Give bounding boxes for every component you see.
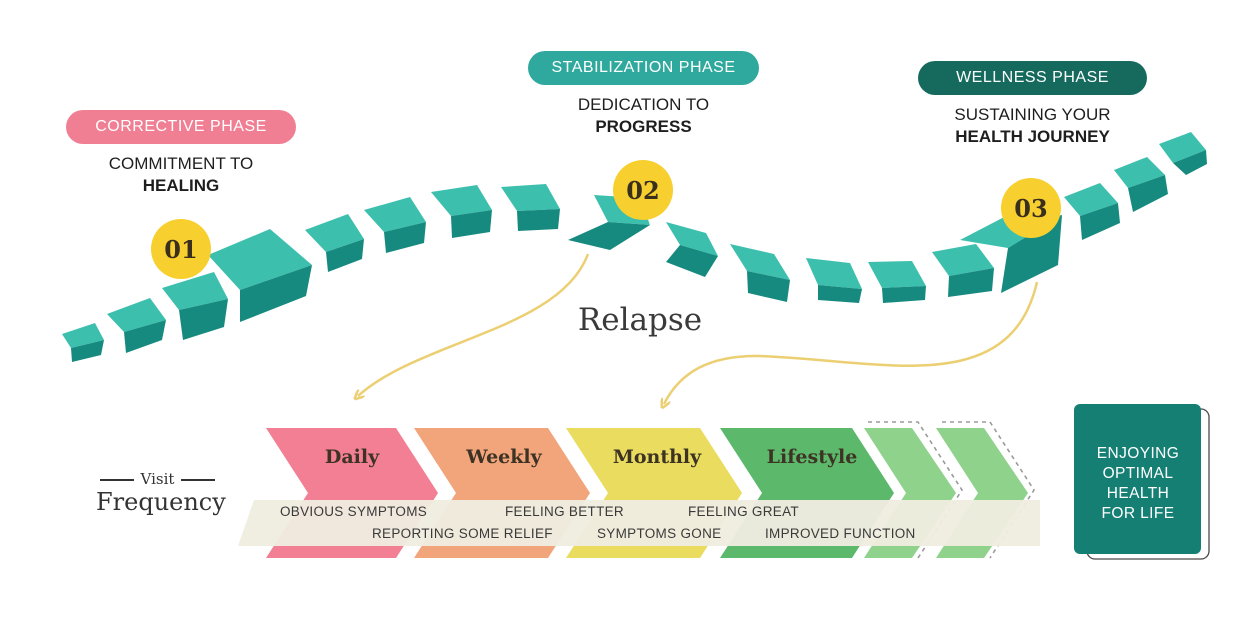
phase-number-02: 02 (626, 176, 659, 205)
band-label-feeling-great: FEELING GREAT (688, 504, 799, 519)
phase-number-01: 01 (164, 235, 197, 264)
band-label-improved-function: IMPROVED FUNCTION (765, 526, 916, 541)
goal-box (1074, 404, 1201, 554)
chevron-14 (932, 244, 994, 297)
band-label-symptoms-gone: SYMPTOMS GONE (597, 526, 722, 541)
progress-arrow-path (62, 132, 1207, 362)
chevron-3 (162, 272, 228, 340)
phase-pill-corrective: CORRECTIVE PHASE (66, 110, 296, 144)
phase-subtitle-line2: HEALTH JOURNEY (955, 127, 1110, 146)
goal-line2: OPTIMAL (1102, 465, 1174, 482)
frequency-label: Frequency (96, 488, 226, 516)
chevron-16 (1064, 183, 1120, 240)
chevron-6 (364, 197, 426, 253)
chevron-1 (62, 323, 104, 362)
phase-pill-stabilization: STABILIZATION PHASE (528, 51, 759, 85)
chevron-4 (208, 229, 312, 322)
relapse-arrow-right (664, 281, 1039, 404)
stage-label-lifestyle: Lifestyle (766, 446, 858, 468)
goal-line1: ENJOYING (1096, 445, 1180, 462)
goal-line3: HEALTH (1106, 485, 1170, 502)
chevron-18 (1159, 132, 1207, 175)
goal-box-text: ENJOYING OPTIMAL HEALTH FOR LIFE (1076, 444, 1200, 524)
phase-subtitle-wellness: SUSTAINING YOUR HEALTH JOURNEY (918, 104, 1147, 148)
chevron-17 (1114, 157, 1168, 212)
chevron-8 (501, 184, 560, 231)
phase-subtitle-line2: HEALING (142, 176, 220, 195)
symptom-band (238, 500, 1040, 546)
phase-subtitle-stabilization: DEDICATION TO PROGRESS (528, 94, 759, 138)
phase-badge-01: 01 (151, 219, 211, 279)
phase-number-03: 03 (1014, 194, 1047, 223)
phase-subtitle-line1: COMMITMENT TO (108, 154, 254, 173)
stage-label-daily: Daily (324, 446, 380, 468)
goal-line4: FOR LIFE (1101, 505, 1175, 522)
band-label-feeling-better: FEELING BETTER (505, 504, 624, 519)
phase-subtitle-line2: PROGRESS (595, 117, 692, 136)
visit-label: Visit (100, 470, 215, 488)
relapse-label: Relapse (577, 302, 703, 338)
phase-subtitle-corrective: COMMITMENT TO HEALING (66, 153, 296, 197)
phase-subtitle-line1: SUSTAINING YOUR (954, 105, 1111, 124)
band-label-reporting-some-relief: REPORTING SOME RELIEF (372, 526, 553, 541)
chevron-5 (305, 214, 364, 272)
phase-subtitle-line1: DEDICATION TO (577, 95, 710, 114)
stage-label-monthly: Monthly (612, 446, 702, 468)
phase-badge-02: 02 (613, 160, 673, 220)
chevron-12 (806, 258, 862, 303)
stage-label-weekly: Weekly (466, 446, 542, 468)
chevron-13 (868, 261, 926, 303)
chevron-10 (666, 222, 718, 277)
chevron-11 (730, 244, 790, 302)
relapse-arrow-left (358, 253, 590, 396)
chevron-2 (107, 298, 166, 353)
band-label-obvious-symptoms: OBVIOUS SYMPTOMS (280, 504, 428, 519)
chevron-7 (431, 185, 492, 238)
phase-pill-wellness: WELLNESS PHASE (918, 61, 1147, 95)
phase-badge-03: 03 (1001, 178, 1061, 238)
